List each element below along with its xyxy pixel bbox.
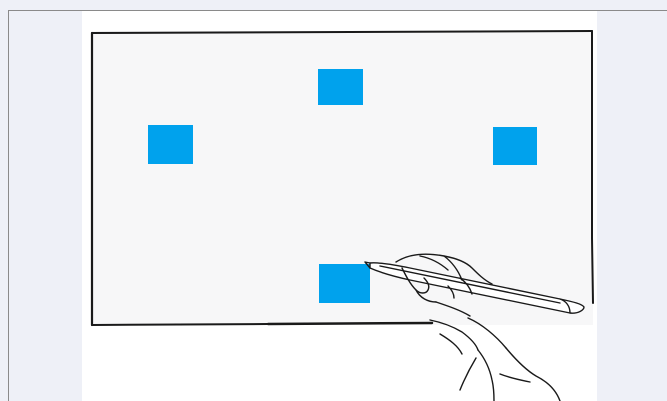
- screen-border: [92, 31, 593, 325]
- hand-with-stylus-icon: [365, 254, 584, 401]
